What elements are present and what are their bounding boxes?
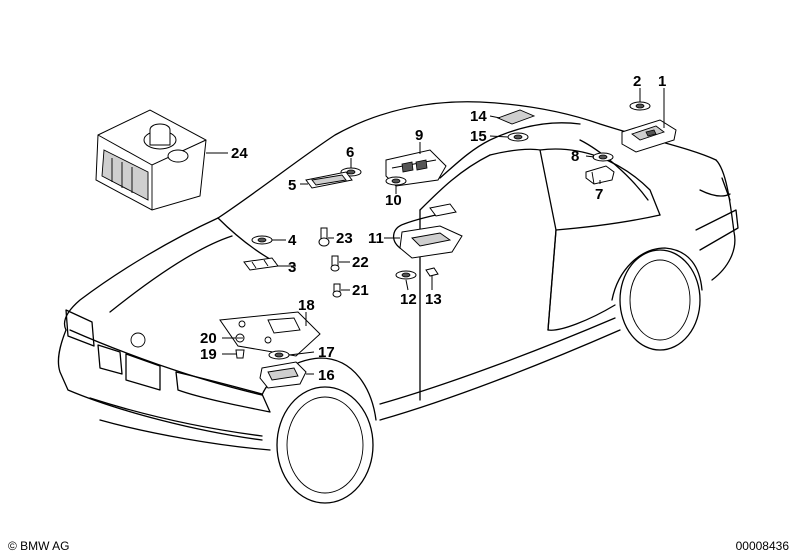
callout-19: 19 xyxy=(200,346,217,363)
callout-8: 8 xyxy=(571,148,579,165)
callout-22: 22 xyxy=(352,254,369,271)
callout-18: 18 xyxy=(298,297,315,314)
part-9-interior-light xyxy=(385,149,447,187)
drawing-number: 00008436 xyxy=(735,539,789,553)
car-body-outline xyxy=(57,101,739,504)
part-5-lens xyxy=(305,171,353,189)
callout-15: 15 xyxy=(470,128,487,145)
leader-lines xyxy=(206,88,665,375)
callout-23: 23 xyxy=(336,230,353,247)
callout-24: 24 xyxy=(231,145,248,162)
part-23-bulb xyxy=(318,227,330,247)
callout-14: 14 xyxy=(470,108,487,125)
callout-12: 12 xyxy=(400,291,417,308)
part-18-bracket xyxy=(219,311,321,357)
part-8-bulb xyxy=(592,152,614,162)
callout-1: 1 xyxy=(658,73,666,90)
part-1-rear-light xyxy=(621,119,677,153)
part-10-bulb xyxy=(385,176,407,186)
part-15-bulb xyxy=(507,132,529,142)
part-3-lamp-holder xyxy=(243,257,279,271)
part-7-reading-light xyxy=(585,165,615,185)
callout-13: 13 xyxy=(425,291,442,308)
callout-7: 7 xyxy=(595,186,603,203)
callout-3: 3 xyxy=(288,259,296,276)
part-14-roof-lens xyxy=(496,109,536,125)
part-19-grommet xyxy=(235,349,245,359)
callout-21: 21 xyxy=(352,282,369,299)
part-12-bulb xyxy=(395,270,417,280)
callout-20: 20 xyxy=(200,330,217,347)
callout-6: 6 xyxy=(346,144,354,161)
part-20-screw xyxy=(235,333,245,343)
part-2-bulb xyxy=(629,101,651,111)
part-24-kit-box xyxy=(95,109,207,211)
part-17-bulb xyxy=(268,350,290,360)
callout-5: 5 xyxy=(288,177,296,194)
part-16-lamp xyxy=(259,361,307,389)
part-22-bulb xyxy=(330,255,340,272)
callout-4: 4 xyxy=(288,232,297,249)
part-13-switch xyxy=(425,267,439,277)
part-4-bulb xyxy=(251,235,273,245)
callout-16: 16 xyxy=(318,367,335,384)
part-11-glovebox-light xyxy=(393,203,463,259)
part-21-bulb xyxy=(332,283,342,298)
callout-labels: 1 2 3 4 5 6 7 8 9 10 11 12 13 14 15 16 1… xyxy=(200,73,666,384)
callout-2: 2 xyxy=(633,73,641,90)
callout-11: 11 xyxy=(368,230,384,247)
callout-10: 10 xyxy=(385,192,402,209)
copyright-label: © BMW AG xyxy=(8,539,70,553)
callout-9: 9 xyxy=(415,127,423,144)
callout-17: 17 xyxy=(318,344,335,361)
